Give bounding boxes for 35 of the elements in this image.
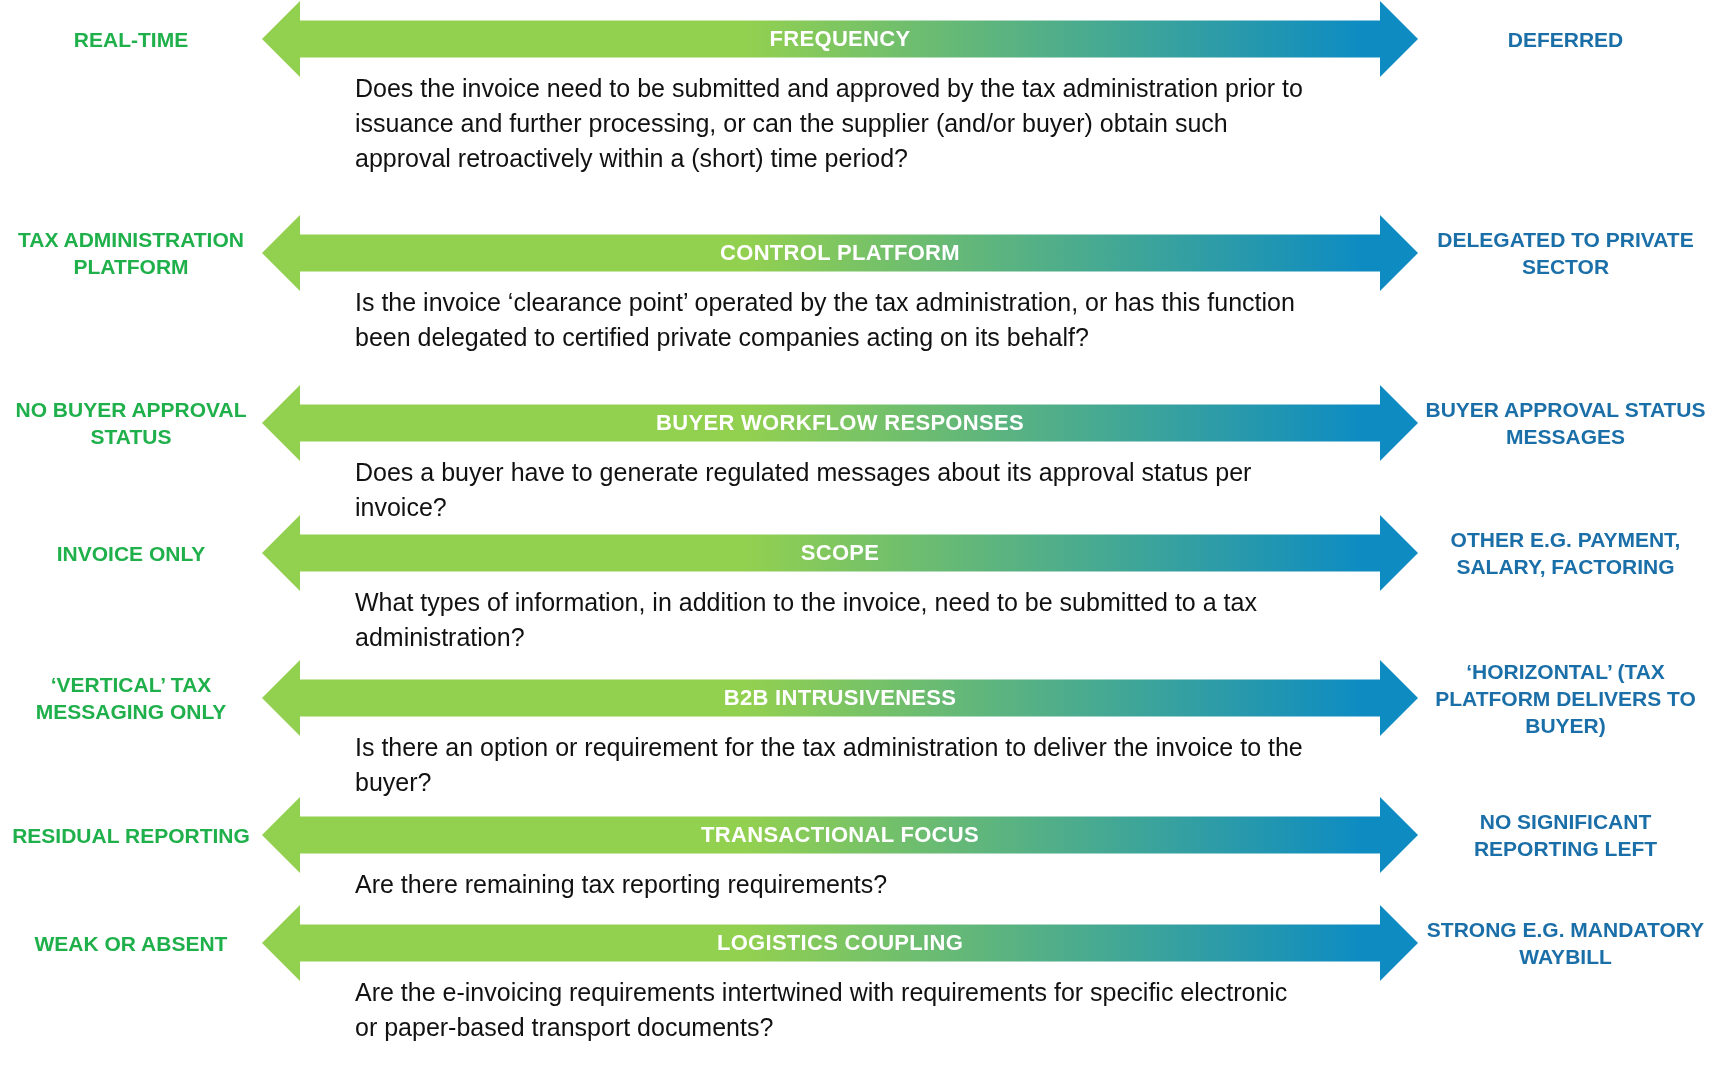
scale-end-label: INVOICE ONLY xyxy=(0,539,262,567)
double-arrow xyxy=(262,905,1418,981)
edge-label: BUYER WORKFLOW RESPONSES xyxy=(656,410,1024,436)
scale-end-label: ‘VERTICAL’ TAX MESSAGING ONLY xyxy=(0,671,262,725)
scale-end-label: NO BUYER APPROVAL STATUS xyxy=(0,396,262,450)
scale-end-label: REAL-TIME xyxy=(0,25,262,53)
scale-end-label: ‘HORIZONTAL’ (TAX PLATFORM DELIVERS TO BUYER) xyxy=(1418,657,1713,739)
scale-end-label: DEFERRED xyxy=(1418,25,1713,53)
question-text: What types of information, in addition to the invoice, need to be submitted to a tax administration? xyxy=(355,587,1258,653)
scale-end-label: WEAK OR ABSENT xyxy=(0,929,262,957)
scale-end-label: OTHER E.G. PAYMENT, SALARY, FACTORING xyxy=(1418,526,1713,580)
double-arrow xyxy=(262,1,1418,77)
double-arrow xyxy=(262,515,1418,591)
scale-end-label: TAX ADMINISTRATION PLATFORM xyxy=(0,226,262,280)
edge-label: LOGISTICS COUPLING xyxy=(716,930,964,956)
edge-label: FREQUENCY xyxy=(769,26,911,52)
edge-label: TRANSACTIONAL FOCUS xyxy=(701,822,979,848)
scale-end-label: STRONG E.G. MANDATORY WAYBILL xyxy=(1418,916,1713,970)
question-text: Does the invoice need to be submitted and approved by the tax administration prior to issuance and further processing, or can the supplier (and/or buyer) obtain such approval retroactively within a (short) time period? xyxy=(355,73,1304,174)
edge-label: CONTROL PLATFORM xyxy=(720,240,960,266)
scale-end-label: DELEGATED TO PRIVATE SECTOR xyxy=(1418,226,1713,280)
double-arrow xyxy=(262,660,1418,736)
edge-label: SCOPE xyxy=(800,540,880,566)
scale-end-label: NO SIGNIFICANT REPORTING LEFT xyxy=(1418,808,1713,862)
scale-end-label: RESIDUAL REPORTING xyxy=(0,821,262,849)
double-arrow xyxy=(262,215,1418,291)
question-text: Are the e-invoicing requirements intertwined with requirements for specific electronic or paper-based transport documents? xyxy=(355,977,1289,1043)
double-arrow xyxy=(262,797,1418,873)
question-text: Is there an option or requirement for the tax administration to deliver the invoice to the buyer? xyxy=(355,732,1304,798)
double-arrow xyxy=(262,385,1418,461)
scale-end-label: BUYER APPROVAL STATUS MESSAGES xyxy=(1418,396,1713,450)
question-text: Does a buyer have to generate regulated messages about its approval status per invoice? xyxy=(355,457,1253,523)
edge-label: B2B INTRUSIVENESS xyxy=(723,685,957,711)
question-text: Are there remaining tax reporting requirements? xyxy=(355,869,889,900)
question-text: Is the invoice ‘clearance point’ operated by the tax administration, or has this function been delegated to certified private companies acting on its behalf? xyxy=(355,287,1296,353)
